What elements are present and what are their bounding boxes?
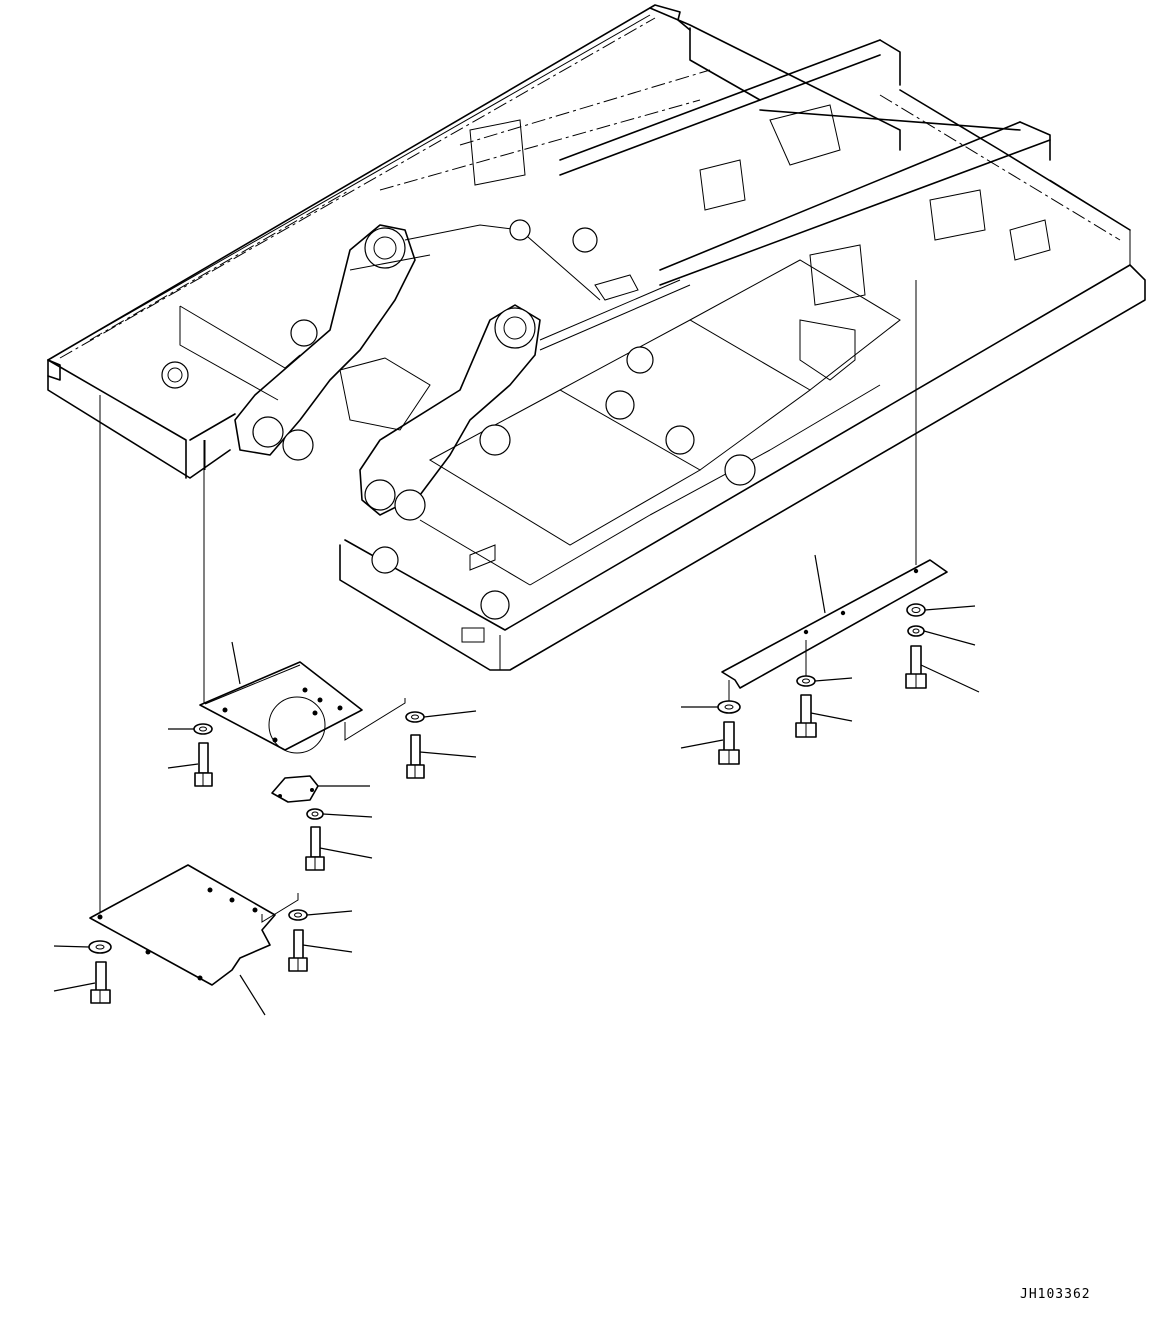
revolving-frame	[47, 4, 1146, 671]
washer	[193, 723, 213, 735]
washer	[796, 675, 816, 687]
washer	[907, 625, 925, 637]
washer	[717, 700, 741, 714]
undercover-plate-lower	[89, 864, 299, 1016]
bolt	[905, 645, 927, 689]
undercover-plate-upper	[199, 641, 406, 754]
washer	[405, 711, 425, 723]
fasteners	[53, 603, 980, 1004]
strip-cover-plate	[721, 554, 948, 705]
bolt	[288, 929, 308, 972]
bolt	[718, 721, 740, 765]
washer	[288, 909, 308, 921]
bolt	[406, 734, 425, 779]
assembly-lines	[99, 280, 917, 918]
washer	[906, 603, 926, 617]
bolt	[90, 961, 111, 1004]
washer	[306, 808, 324, 820]
drawing-code-label: JH103362	[1020, 1287, 1091, 1302]
bolt	[194, 742, 213, 787]
washer	[88, 940, 112, 954]
cover-plate-round	[271, 775, 370, 803]
bolt	[795, 694, 817, 738]
bolt	[305, 826, 325, 871]
